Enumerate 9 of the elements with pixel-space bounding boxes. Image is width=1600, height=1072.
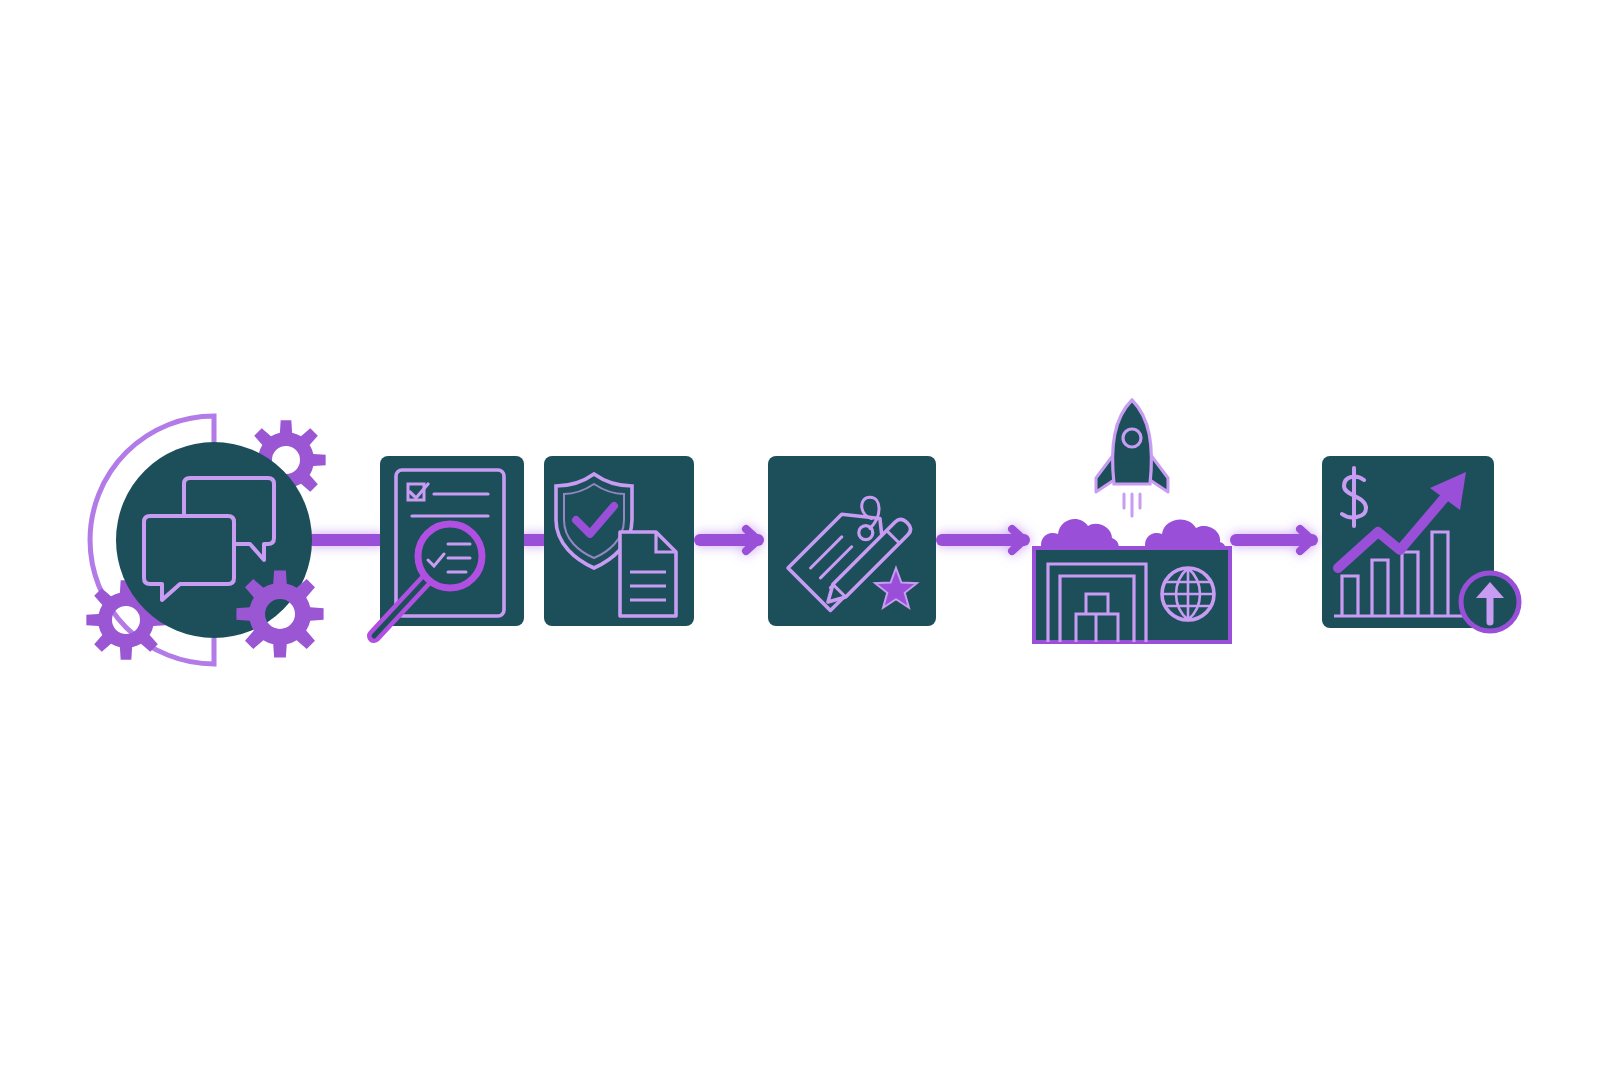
arrow [1230, 525, 1318, 555]
tag-pencil-icon [768, 456, 936, 626]
growth-chart-icon [1322, 456, 1522, 636]
connector-line [306, 534, 386, 546]
arrow [936, 525, 1030, 555]
arrow [694, 525, 764, 555]
rocket-storefront-icon [1030, 394, 1234, 646]
shield-document-icon [544, 456, 694, 626]
connector-line [518, 534, 550, 546]
